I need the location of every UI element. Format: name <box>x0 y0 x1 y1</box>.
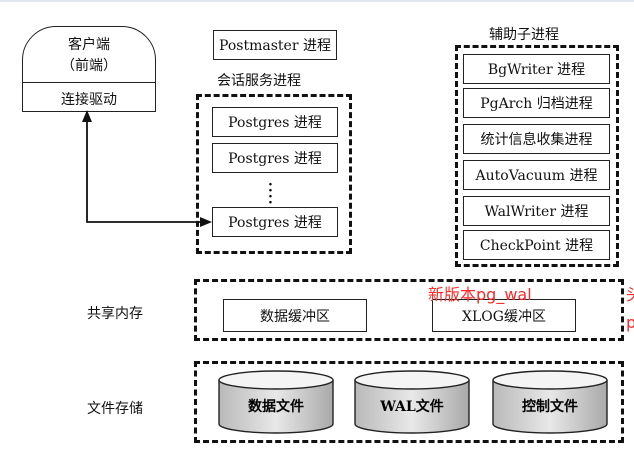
aux-group-label: 辅助子进程 <box>489 27 559 43</box>
control-file-label: 控制文件 <box>522 398 578 415</box>
aux-group-box <box>455 45 619 267</box>
client-subtitle: （前端） <box>61 58 117 74</box>
client-title: 客户端 <box>68 37 110 53</box>
postmaster-process: Postmaster 进程 <box>213 30 337 60</box>
client-driver: 连接驱动 <box>61 92 117 108</box>
file-storage-label: 文件存储 <box>87 401 143 417</box>
data-file-label: 数据文件 <box>248 398 304 415</box>
aux-process-checkpoint: CheckPoint 进程 <box>463 230 610 260</box>
connection-arrow <box>82 110 212 227</box>
aux-process-pgarch: PgArch 归档进程 <box>463 88 610 118</box>
wal-file-cylinder: WAL文件 <box>354 370 470 434</box>
wal-file-label: WAL文件 <box>379 398 444 415</box>
postgres-process-2: Postgres 进程 <box>212 143 338 173</box>
file-storage-box <box>194 361 624 443</box>
wal-annotation-cut-2: p <box>626 313 634 332</box>
data-buffer: 数据缓冲区 <box>223 299 367 332</box>
session-group-box <box>196 94 352 254</box>
ellipsis-dots: ···· <box>268 177 273 211</box>
client-divider <box>23 82 155 83</box>
shared-memory-label: 共享内存 <box>87 306 143 322</box>
xlog-buffer: XLOG缓冲区 <box>432 299 576 332</box>
control-file-cylinder: 控制文件 <box>492 370 608 434</box>
wal-annotation: 新版本pg_wal <box>428 285 532 304</box>
session-group-label: 会话服务进程 <box>217 73 301 89</box>
client-box: 客户端 （前端） 连接驱动 <box>22 26 156 112</box>
postgres-process-1: Postgres 进程 <box>212 107 338 137</box>
shared-memory-box <box>194 279 624 341</box>
aux-process-bgwriter: BgWriter 进程 <box>463 54 610 84</box>
aux-process-stats: 统计信息收集进程 <box>463 124 610 154</box>
wal-annotation-cut: 头 <box>626 281 634 305</box>
aux-process-walwriter: WalWriter 进程 <box>463 196 610 226</box>
postgres-process-3: Postgres 进程 <box>212 207 338 237</box>
data-file-cylinder: 数据文件 <box>218 370 334 434</box>
top-border <box>0 0 634 2</box>
aux-process-autovacuum: AutoVacuum 进程 <box>463 160 610 190</box>
